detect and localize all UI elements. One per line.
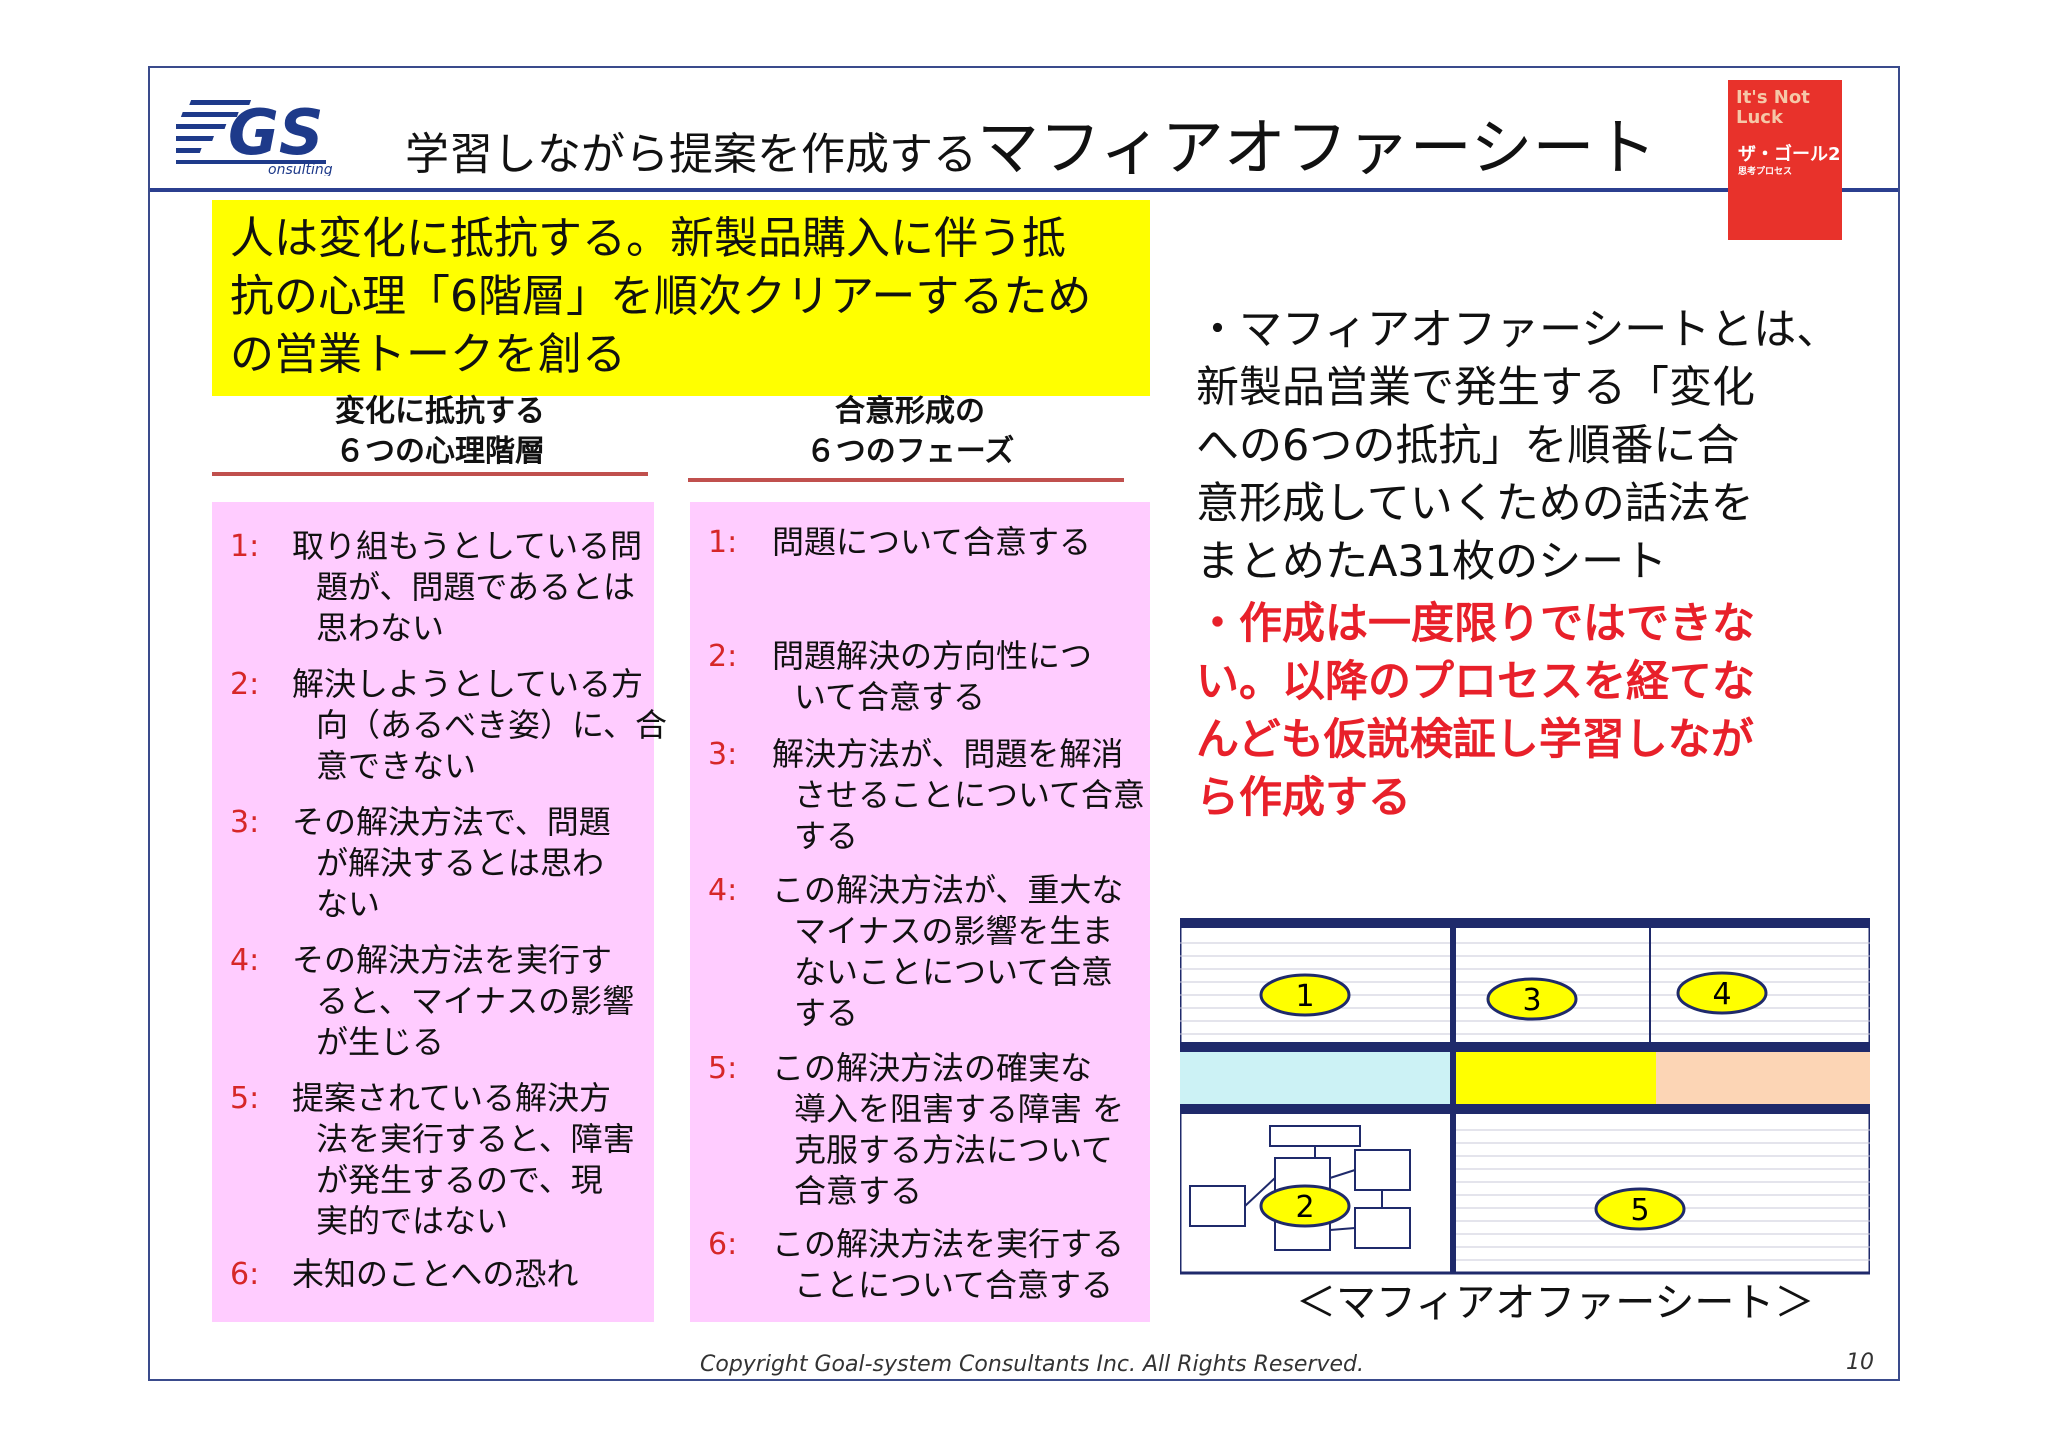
middle-item-line: マイナスの影響を生ま bbox=[794, 912, 1114, 950]
middle-item-number: 5: bbox=[708, 1051, 738, 1086]
highlight-line: の営業トークを創る bbox=[230, 329, 626, 380]
middle-item-line: この解決方法を実行する bbox=[772, 1225, 1125, 1263]
middle-item-number: 2: bbox=[708, 639, 738, 674]
left-item-line: 取り組もうとしている問 bbox=[292, 527, 643, 565]
title-large: マフィアオファーシート bbox=[977, 111, 1657, 184]
middle-heading-rule bbox=[688, 478, 1124, 482]
left-item-line: ない bbox=[316, 885, 381, 923]
middle-item-line: 導入を阻害する障害 を bbox=[794, 1090, 1125, 1128]
middle-item-line: いて合意する bbox=[794, 678, 986, 716]
left-item-number: 5: bbox=[230, 1081, 260, 1116]
right-red-line: ・作成は一度限りではできな bbox=[1196, 599, 1755, 649]
highlight-line: 抗の心理「6階層」を順次クリアーするため bbox=[230, 271, 1092, 322]
middle-item-line: する bbox=[794, 817, 859, 855]
highlight-box: 人は変化に抵抗する。新製品購入に伴う抵 抗の心理「6階層」を順次クリアーするため… bbox=[212, 200, 1150, 396]
logo-subtext: onsulting bbox=[268, 162, 333, 176]
sheet-header-bar bbox=[1180, 918, 1870, 928]
svg-text:5: 5 bbox=[1630, 1193, 1649, 1228]
logo-text: GS bbox=[228, 96, 324, 169]
left-item-line: 提案されている解決方 bbox=[292, 1079, 612, 1117]
svg-text:3: 3 bbox=[1522, 983, 1541, 1018]
left-item-line: 思わない bbox=[316, 609, 445, 647]
sheet-caption: ＜マフィアオファーシート＞ bbox=[1296, 1280, 1815, 1326]
middle-item-number: 1: bbox=[708, 525, 738, 560]
left-item-number: 4: bbox=[230, 943, 260, 978]
mafia-offer-sheet-thumbnail: 1 3 4 2 5 bbox=[1180, 918, 1870, 1275]
page-number: 10 bbox=[1846, 1350, 1874, 1375]
highlight-line: 人は変化に抵抗する。新製品購入に伴う抵 bbox=[230, 213, 1066, 264]
right-black-line: 意形成していくための話法を bbox=[1196, 479, 1754, 529]
gs-consulting-logo: GS onsulting bbox=[176, 96, 333, 176]
sheet-divider-v1 bbox=[1450, 918, 1456, 1273]
middle-item-line: この解決方法の確実な bbox=[772, 1049, 1093, 1087]
left-item-line: 意できない bbox=[316, 747, 477, 785]
header-rule bbox=[150, 188, 1898, 192]
left-item-line: 解決しようとしている方 bbox=[292, 665, 644, 703]
left-item-line: が解決するとは思わ bbox=[316, 844, 605, 882]
middle-item-number: 4: bbox=[708, 873, 738, 908]
sheet-oval-3: 3 bbox=[1486, 977, 1578, 1021]
sheet-oval-1: 1 bbox=[1259, 973, 1351, 1017]
left-column-heading: 変化に抵抗する ６つの心理階層 bbox=[335, 394, 545, 469]
title-small: 学習しながら提案を作成する bbox=[405, 129, 977, 180]
left-item-line: その解決方法で、問題 bbox=[292, 803, 611, 841]
middle-item-line: 克服する方法について bbox=[794, 1131, 1114, 1169]
middle-item-number: 3: bbox=[708, 737, 738, 772]
right-red-line: んども仮説検証し学習しなが bbox=[1196, 715, 1754, 765]
left-list-box bbox=[212, 502, 654, 1322]
middle-item-line: ないことについて合意 bbox=[794, 953, 1114, 991]
svg-text:1: 1 bbox=[1295, 979, 1314, 1014]
left-item-line: が生じる bbox=[316, 1023, 445, 1061]
sheet-oval-5: 5 bbox=[1594, 1187, 1686, 1231]
middle-item-line: 問題解決の方向性につ bbox=[772, 637, 1093, 675]
sheet-peach-cell bbox=[1656, 1052, 1870, 1104]
right-black-line: まとめたA31枚のシート bbox=[1196, 537, 1668, 587]
book-title-jp: ザ・ゴール2 bbox=[1738, 144, 1841, 165]
left-heading-rule bbox=[212, 472, 648, 476]
svg-text:4: 4 bbox=[1712, 977, 1731, 1012]
middle-item-line: ことについて合意する bbox=[794, 1266, 1114, 1304]
middle-item-number: 6: bbox=[708, 1227, 738, 1262]
middle-list-box bbox=[690, 502, 1150, 1322]
middle-item-line: 合意する bbox=[794, 1172, 923, 1210]
left-item-line: 未知のことへの恐れ bbox=[292, 1255, 579, 1293]
sheet-divider-h2 bbox=[1180, 1104, 1870, 1114]
right-red-line: い。以降のプロセスを経てな bbox=[1196, 657, 1755, 707]
right-black-line: 新製品営業で発生する「変化 bbox=[1196, 363, 1755, 413]
svg-text:2: 2 bbox=[1295, 1190, 1314, 1225]
middle-item-line: させることについて合意 bbox=[794, 776, 1146, 814]
left-item-line: 向（あるべき姿）に、合 bbox=[316, 706, 668, 744]
right-black-line: への6つの抵抗」を順番に合 bbox=[1196, 421, 1740, 471]
sheet-cyan-cell bbox=[1180, 1052, 1450, 1104]
page-title: 学習しながら提案を作成するマフィアオファーシート bbox=[405, 117, 1657, 185]
left-item-line: が発生するので、現 bbox=[316, 1161, 603, 1199]
middle-item-line: する bbox=[794, 994, 859, 1032]
book-subtitle-jp: 思考プロセス bbox=[1738, 167, 1793, 177]
left-item-number: 3: bbox=[230, 805, 260, 840]
left-item-line: 法を実行すると、障害 bbox=[316, 1120, 635, 1158]
sheet-divider-h1 bbox=[1180, 1042, 1870, 1052]
left-item-number: 1: bbox=[230, 529, 260, 564]
middle-item-line: 問題について合意する bbox=[772, 523, 1092, 561]
slide-frame bbox=[148, 66, 1900, 1381]
left-item-line: ると、マイナスの影響 bbox=[316, 982, 635, 1020]
left-item-line: 実的ではない bbox=[316, 1202, 509, 1240]
right-red-line: ら作成する bbox=[1196, 773, 1411, 823]
sheet-yellow-cell bbox=[1456, 1052, 1656, 1104]
copyright-notice: Copyright Goal-system Consultants Inc. A… bbox=[700, 1352, 1365, 1377]
left-item-line: 題が、問題であるとは bbox=[316, 568, 636, 606]
middle-item-line: この解決方法が、重大な bbox=[772, 871, 1124, 909]
left-item-number: 6: bbox=[230, 1257, 260, 1292]
right-black-line: ・マフィアオファーシートとは、 bbox=[1196, 305, 1840, 355]
left-item-number: 2: bbox=[230, 667, 260, 702]
middle-item-line: 解決方法が、問題を解消 bbox=[772, 735, 1124, 773]
middle-column-heading: 合意形成の ６つのフェーズ bbox=[805, 394, 1015, 469]
sheet-oval-2: 2 bbox=[1259, 1184, 1351, 1228]
sheet-oval-4: 4 bbox=[1676, 971, 1768, 1015]
left-item-line: その解決方法を実行す bbox=[292, 941, 613, 979]
